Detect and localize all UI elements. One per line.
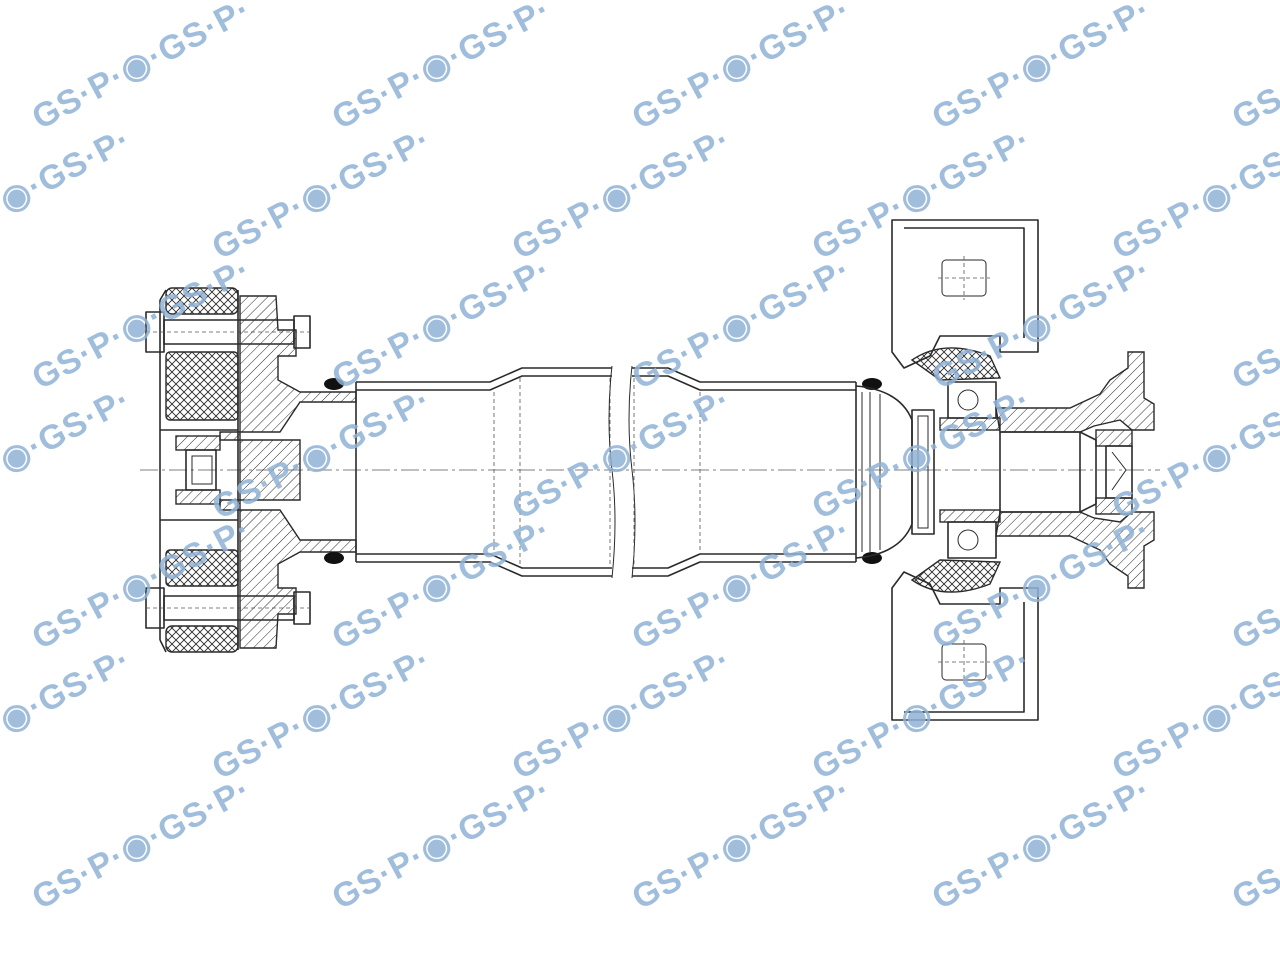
watermark-logo: GS·P·◉·GS·P· bbox=[1106, 640, 1280, 787]
rubber-disc-bottom bbox=[165, 625, 239, 653]
watermark-logo: GS·P·◉·GS·P· bbox=[626, 0, 857, 137]
rubber-support-bottom bbox=[910, 559, 1002, 593]
watermark-logo: GS·P·◉·GS·P· bbox=[1226, 250, 1280, 397]
watermark-logo: GS·P·◉·GS·P· bbox=[206, 120, 437, 267]
watermark-logo: GS·P·◉·GS·P· bbox=[326, 250, 557, 397]
watermark-logo: GS·P·◉·GS·P· bbox=[0, 120, 137, 267]
watermark-logo: GS·P·◉·GS·P· bbox=[626, 510, 857, 657]
watermark-logo: GS·P·◉·GS·P· bbox=[806, 120, 1037, 267]
watermark-logo: GS·P·◉·GS·P· bbox=[326, 510, 557, 657]
bearing-bottom bbox=[947, 521, 997, 559]
rubber-support-top bbox=[910, 347, 1002, 381]
watermark-logo: GS·P·◉·GS·P· bbox=[1226, 510, 1280, 657]
watermark-logo: GS·P·◉·GS·P· bbox=[806, 380, 1037, 527]
output-flange bbox=[995, 351, 1155, 589]
watermark-logo: GS·P·◉·GS·P· bbox=[506, 380, 737, 527]
watermark-logo: GS·P·◉·GS·P· bbox=[806, 640, 1037, 787]
shaft-tube bbox=[324, 365, 856, 579]
watermark-logo: GS·P·◉·GS·P· bbox=[626, 770, 857, 917]
watermark-logo: GS·P·◉·GS·P· bbox=[1106, 120, 1280, 267]
watermark-logo: GS·P·◉·GS·P· bbox=[626, 250, 857, 397]
seal-ring-top-left bbox=[324, 378, 344, 390]
watermark-logo: GS·P·◉·GS·P· bbox=[0, 380, 137, 527]
watermark-logo: GS·P·◉·GS·P· bbox=[0, 640, 137, 787]
watermark-logo: GS·P·◉·GS·P· bbox=[506, 120, 737, 267]
seal-ring-bottom-left bbox=[324, 552, 344, 564]
watermark-logo: GS·P·◉·GS·P· bbox=[326, 770, 557, 917]
slip-joint bbox=[855, 378, 935, 564]
center-bearing-bracket bbox=[891, 219, 1039, 721]
watermark-logo: GS·P·◉·GS·P· bbox=[26, 0, 257, 137]
watermark-logo: GS·P·◉·GS·P· bbox=[1226, 770, 1280, 917]
watermark-logo: GS·P·◉·GS·P· bbox=[206, 640, 437, 787]
watermark-logo: GS·P·◉·GS·P· bbox=[26, 770, 257, 917]
seal-ring-bottom-right bbox=[862, 552, 882, 564]
flex-coupling bbox=[145, 287, 312, 653]
watermark-logo: GS·P·◉·GS·P· bbox=[326, 0, 557, 137]
watermark-logo: GS·P·◉·GS·P· bbox=[506, 640, 737, 787]
watermark-logo: GS·P·◉·GS·P· bbox=[926, 0, 1157, 137]
watermark-logo: GS·P·◉·GS·P· bbox=[1226, 0, 1280, 137]
rubber-disc-upper bbox=[165, 351, 239, 421]
watermark-logo: GS·P·◉·GS·P· bbox=[926, 770, 1157, 917]
center-sleeve-top bbox=[175, 435, 221, 451]
